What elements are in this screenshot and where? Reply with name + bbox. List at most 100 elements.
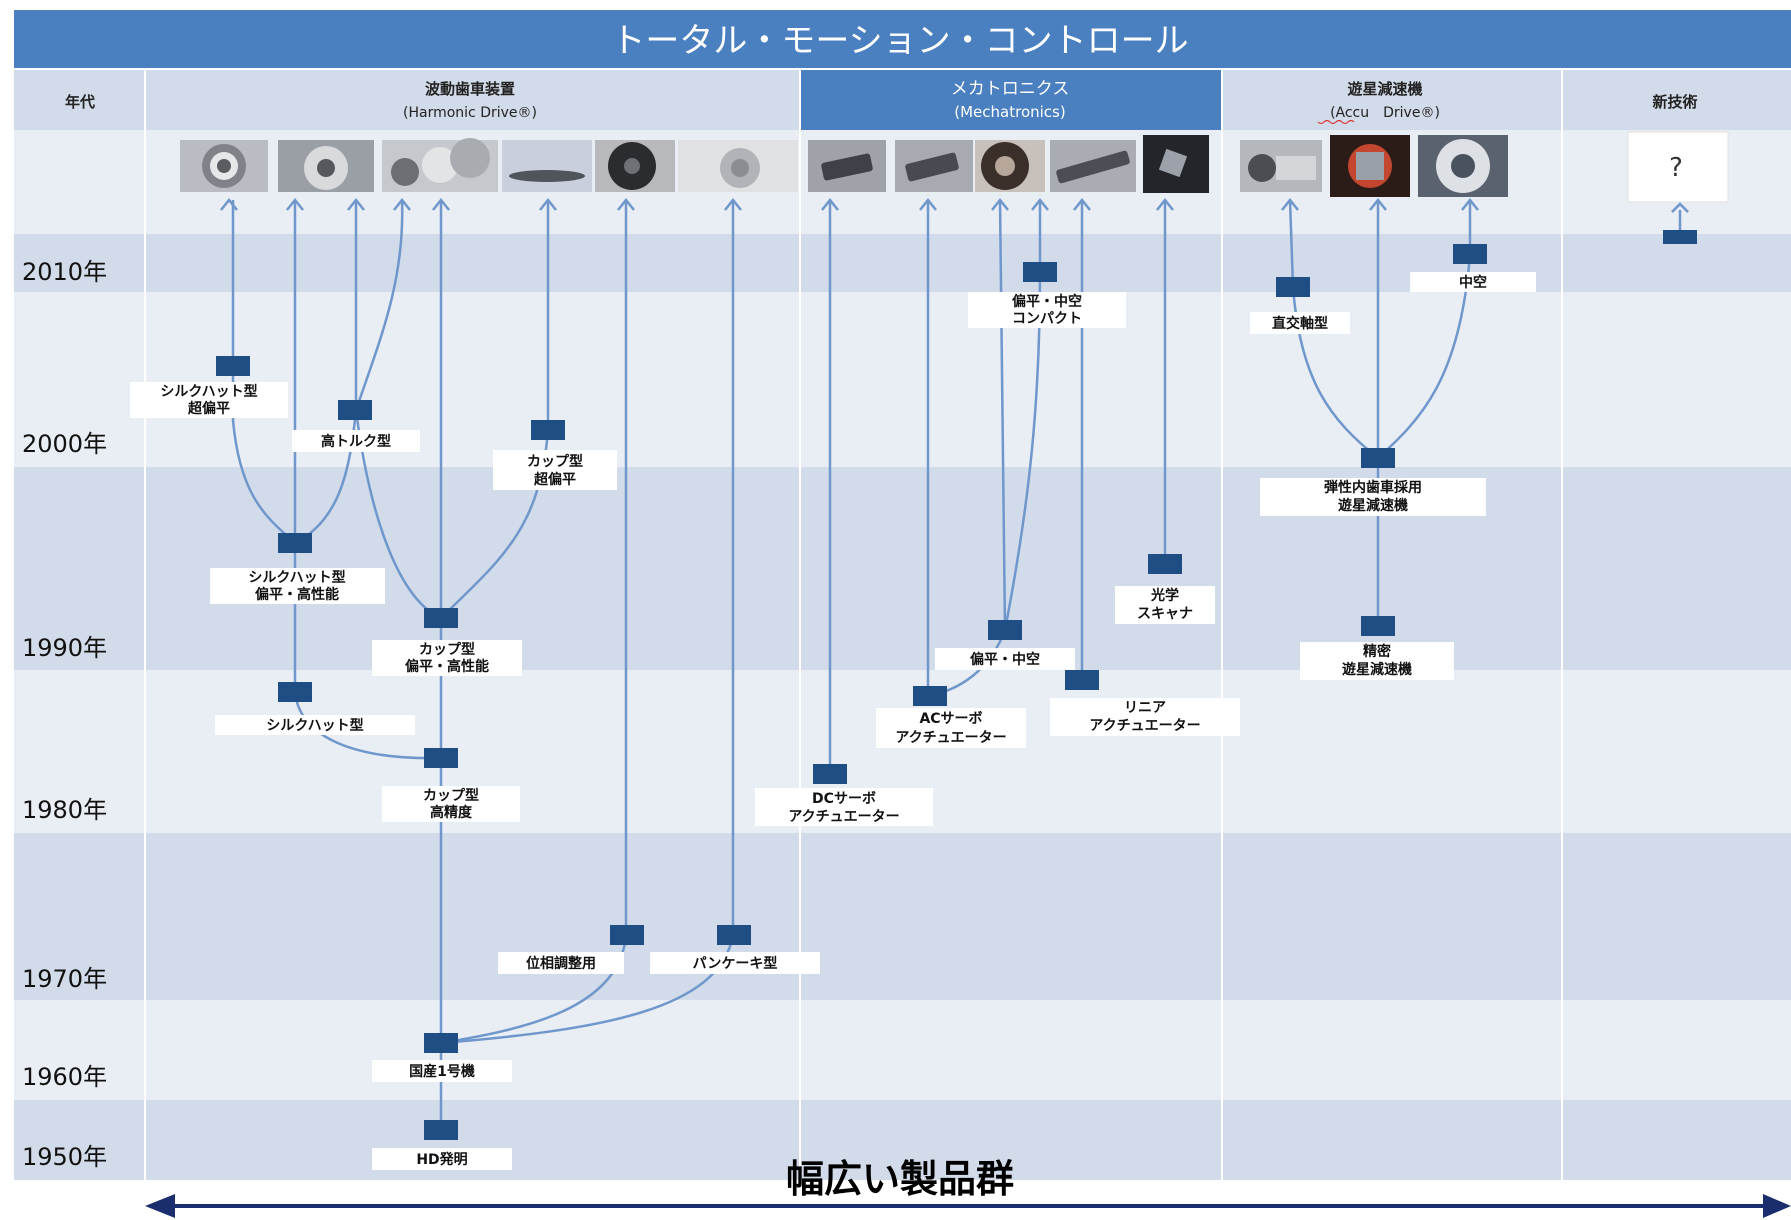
mechatronics-header-bg [800, 70, 1222, 130]
node-marker [813, 764, 847, 784]
node-marker [1361, 616, 1395, 636]
arrow-up-icon [1671, 202, 1689, 213]
label-precision-planetary: 精密 遊星減速機 [1300, 642, 1454, 680]
node-marker [913, 686, 947, 706]
era-header: 年代 [65, 93, 95, 111]
footer-caption: 幅広い製品群 [786, 1157, 1014, 1201]
arrow-up-icon [539, 197, 557, 211]
arrow-up-icon [821, 197, 839, 211]
node-marker [531, 420, 565, 440]
node-marker [1276, 277, 1310, 297]
svg-text:パンケーキ型: パンケーキ型 [693, 955, 778, 972]
svg-text:シルクハット型: シルクハット型 [160, 383, 257, 400]
mechatronics-header-title: メカトロニクス [951, 79, 1070, 99]
node-marker [216, 356, 250, 376]
harmonic-header-sub: (Harmonic Drive®) [403, 105, 537, 121]
svg-text:偏平・高性能: 偏平・高性能 [405, 658, 489, 675]
year-label-2000: 2000年 [22, 430, 107, 458]
svg-text:高トルク型: 高トルク型 [321, 433, 391, 450]
node-marker [1361, 448, 1395, 468]
svg-text:光学: 光学 [1150, 587, 1179, 604]
node-marker [424, 748, 458, 768]
node-marker [1148, 554, 1182, 574]
svg-text:コンパクト: コンパクト [1012, 311, 1082, 327]
svg-text:偏平・中空: 偏平・中空 [1012, 293, 1082, 310]
svg-text:カップ型: カップ型 [527, 453, 583, 470]
planetary-header-title: 遊星減速機 [1347, 80, 1422, 98]
svg-text:遊星減速機: 遊星減速機 [1342, 661, 1412, 678]
node-marker [424, 608, 458, 628]
arrow-up-icon [1031, 197, 1049, 211]
svg-text:アクチュエーター: アクチュエーター [788, 809, 899, 825]
double-arrow-icon [145, 1194, 1791, 1218]
arrow-up-icon [220, 197, 238, 211]
question-mark: ? [1669, 153, 1683, 183]
arrow-up-icon [432, 197, 450, 211]
svg-text:直交軸型: 直交軸型 [1272, 315, 1328, 332]
node-marker [1023, 262, 1057, 282]
title-bar [14, 10, 1791, 68]
product-photo-icon [595, 140, 675, 192]
svg-text:超偏平: 超偏平 [187, 400, 230, 417]
arrow-up-icon [1156, 197, 1174, 211]
label-domestic-first: 国産1号機 [372, 1060, 512, 1082]
arrow-up-icon [919, 197, 937, 211]
svg-text:DCサーボ: DCサーボ [812, 791, 876, 807]
label-optical: 光学 スキャナ [1115, 586, 1215, 624]
product-photo-icon [180, 140, 268, 192]
product-photo-icon [502, 140, 592, 192]
year-label-2010: 2010年 [22, 258, 107, 286]
svg-text:超偏平: 超偏平 [533, 471, 576, 488]
product-photo-icon [1418, 135, 1508, 197]
mechatronics-header-sub: (Mechatronics) [954, 103, 1065, 121]
arrow-up-icon [724, 197, 742, 211]
arrow-heads [220, 197, 1689, 213]
label-elastic-planetary: 弾性内歯車採用 遊星減速機 [1260, 478, 1486, 516]
label-cup-flat-hp: カップ型 偏平・高性能 [372, 640, 522, 676]
label-high-torque: 高トルク型 [292, 430, 420, 452]
svg-text:シルクハット型: シルクハット型 [248, 569, 345, 586]
label-dc-servo: DCサーボ アクチュエーター [755, 788, 933, 826]
arrow-up-icon [1281, 197, 1299, 211]
arrow-up-icon [617, 197, 635, 211]
product-photo-icon [808, 140, 886, 192]
svg-text:ACサーボ: ACサーボ [919, 711, 982, 727]
year-bands [14, 234, 1791, 1180]
product-photo-icon [678, 140, 798, 192]
label-hollow: 中空 [1410, 272, 1536, 292]
arrow-up-icon [1369, 197, 1387, 211]
node-marker [278, 533, 312, 553]
label-linear: リニア アクチュエーター [1050, 698, 1240, 736]
year-axis: 2010年 2000年 1990年 1980年 1970年 1960年 1950… [22, 258, 107, 1171]
svg-text:精密: 精密 [1363, 643, 1391, 660]
svg-text:中空: 中空 [1459, 274, 1487, 291]
product-photos: ? [180, 131, 1729, 203]
product-photo-icon [1050, 140, 1136, 192]
arrow-up-icon [1073, 197, 1091, 211]
label-ac-servo: ACサーボ アクチュエーター [876, 708, 1026, 748]
product-photo-icon [975, 140, 1045, 192]
year-label-1980: 1980年 [22, 796, 107, 824]
product-photo-icon [1330, 135, 1410, 197]
page-title: トータル・モーション・コントロール [611, 21, 1188, 61]
svg-text:HD発明: HD発明 [416, 1151, 467, 1168]
node-marker [610, 925, 644, 945]
node-labels: HD発明 国産1号機 位相調整用 パンケーキ型 カップ型 高精度 シルクハット型… [130, 272, 1536, 1170]
svg-text:アクチュエーター: アクチュエーター [1089, 718, 1200, 734]
svg-text:高精度: 高精度 [430, 804, 473, 821]
arrow-up-icon [347, 197, 365, 211]
product-photo-icon [382, 138, 498, 192]
node-markers [216, 230, 1697, 1140]
node-marker [338, 400, 372, 420]
label-hd-invention: HD発明 [372, 1148, 512, 1170]
harmonic-header-title: 波動歯車装置 [425, 80, 515, 98]
node-marker [1453, 244, 1487, 264]
label-silk-hat-flat-hp: シルクハット型 偏平・高性能 [210, 568, 385, 604]
connector-lines [231, 199, 1682, 1130]
svg-text:スキャナ: スキャナ [1137, 606, 1193, 622]
node-marker [1065, 670, 1099, 690]
svg-text:リニア: リニア [1124, 700, 1166, 716]
label-phase-adjust: 位相調整用 [498, 952, 624, 974]
newtech-header: 新技術 [1652, 93, 1697, 111]
